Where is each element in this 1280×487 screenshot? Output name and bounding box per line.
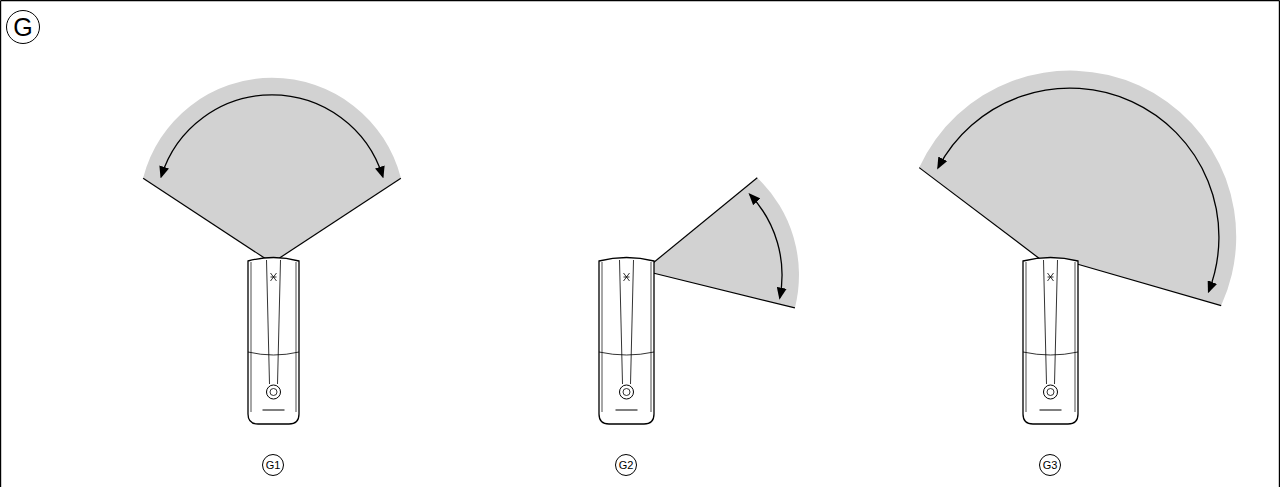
- section-letter: G: [6, 10, 40, 44]
- logo-mark: [624, 273, 630, 281]
- front-stripe: [267, 260, 281, 384]
- drawing-stroke: [651, 262, 652, 412]
- drawing-stroke: [1075, 262, 1076, 412]
- front-stripe: [1044, 260, 1058, 384]
- power-button: [270, 389, 277, 396]
- fan-body: [1023, 258, 1078, 425]
- base-seam: [1023, 352, 1078, 355]
- power-button: [1047, 389, 1054, 396]
- sector-edge: [143, 178, 266, 259]
- figure-number: G2: [615, 454, 637, 476]
- figure-number: G3: [1039, 454, 1061, 476]
- sector-edge: [1077, 264, 1221, 306]
- swing-arrow: [161, 95, 383, 177]
- fan-devices: [248, 258, 1078, 425]
- drawing-stroke: [296, 262, 297, 412]
- swing-arrow: [750, 195, 782, 298]
- sector-edge: [919, 168, 1040, 259]
- sector-edge: [278, 178, 401, 259]
- airflow-sector: [653, 178, 799, 308]
- front-stripe: [620, 260, 634, 384]
- base-seam: [248, 352, 299, 355]
- logo-mark: [271, 273, 277, 281]
- drawing-stroke: [1026, 262, 1027, 412]
- fan-body: [599, 258, 654, 425]
- sector-edge: [653, 273, 795, 308]
- base-seam: [599, 352, 654, 355]
- airflow-sector: [143, 78, 401, 259]
- logo-mark: [1048, 273, 1054, 281]
- label-text: G3: [1043, 460, 1058, 471]
- power-button: [620, 385, 634, 399]
- indicator-line: [263, 410, 285, 411]
- drawing-stroke: [602, 262, 603, 412]
- label-text: G1: [266, 460, 281, 471]
- figure-number: G1: [262, 454, 284, 476]
- drawing-stroke: [251, 262, 252, 412]
- sector-edge: [653, 178, 757, 263]
- power-button: [623, 389, 630, 396]
- power-button: [267, 385, 281, 399]
- label-text: G: [13, 15, 32, 40]
- power-button: [1044, 385, 1058, 399]
- fan-body: [248, 258, 299, 425]
- label-text: G2: [619, 460, 634, 471]
- indicator-line: [1040, 410, 1062, 411]
- indicator-line: [616, 410, 638, 411]
